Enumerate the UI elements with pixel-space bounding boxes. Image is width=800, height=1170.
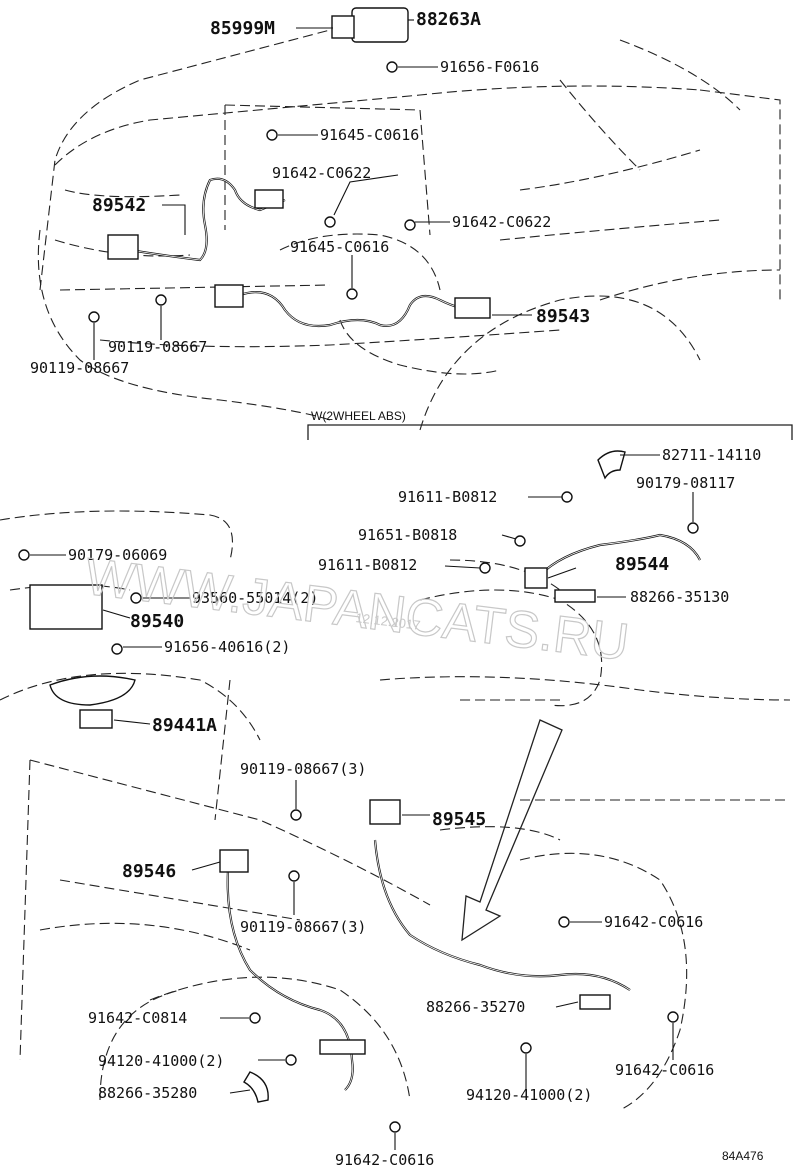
rear-sensor-subassembly [419, 450, 701, 707]
label-91642-C0814: 91642-C0814 [88, 1009, 187, 1027]
sensor-89544 [524, 567, 548, 589]
label-89545: 89545 [432, 809, 486, 830]
relay-88263A [351, 7, 409, 43]
connector-block [214, 284, 244, 308]
label-91642-C0622-a: 91642-C0622 [272, 164, 371, 182]
bolt-icon [520, 1042, 532, 1054]
variant-note: W(2WHEEL ABS) [311, 409, 406, 423]
label-88266-35280: 88266-35280 [98, 1084, 197, 1102]
label-90119-08667-3-b: 90119-08667(3) [240, 918, 366, 936]
label-93560-55014: 93560-55014(2) [192, 589, 318, 607]
bolt-icon [479, 562, 491, 574]
label-91611-B0812-a: 91611-B0812 [398, 488, 497, 506]
label-94120-41000-a: 94120-41000(2) [98, 1052, 224, 1070]
sensor-bracket-89542 [107, 234, 139, 260]
label-91642-C0616-a: 91642-C0616 [604, 913, 703, 931]
variant-bracket [307, 424, 793, 440]
bolt-icon [111, 643, 123, 655]
label-90119-08667-b: 90119-08667 [30, 359, 129, 377]
sensor-clip [254, 189, 284, 209]
bolt-icon [130, 592, 142, 604]
label-89546: 89546 [122, 861, 176, 882]
label-89540: 89540 [130, 611, 184, 632]
bolt-icon [514, 535, 526, 547]
bolt-icon [389, 1121, 401, 1133]
label-91642-C0616-b: 91642-C0616 [615, 1061, 714, 1079]
bolt-icon [288, 870, 300, 882]
bolt-icon [404, 219, 416, 231]
bolt-icon [386, 61, 398, 73]
label-82711-14110: 82711-14110 [662, 446, 761, 464]
bolt-icons-top [88, 61, 416, 323]
label-88266-35130: 88266-35130 [630, 588, 729, 606]
label-89543: 89543 [536, 306, 590, 327]
label-85999M: 85999M [210, 18, 275, 39]
label-94120-41000-b: 94120-41000(2) [466, 1086, 592, 1104]
bolt-icon [558, 916, 570, 928]
label-89441A: 89441A [152, 715, 217, 736]
clamp-88266-35270 [579, 994, 611, 1010]
label-91645-C0616-top: 91645-C0616 [320, 126, 419, 144]
sensor-89543 [454, 297, 491, 319]
computer-89540 [29, 584, 103, 630]
abs-module-assembly [0, 510, 234, 729]
sensor-89441A [79, 709, 113, 729]
bolt-icon [18, 549, 30, 561]
label-91656-F0616: 91656-F0616 [440, 58, 539, 76]
label-88266-35270: 88266-35270 [426, 998, 525, 1016]
label-91642-C0622-b: 91642-C0622 [452, 213, 551, 231]
sensor-89546 [219, 849, 249, 873]
bracket [49, 675, 136, 706]
label-91645-C0616-b: 91645-C0616 [290, 238, 389, 256]
bolt-icon [285, 1054, 297, 1066]
bolt-icon [266, 129, 278, 141]
label-90179-06069: 90179-06069 [68, 546, 167, 564]
label-89542: 89542 [92, 195, 146, 216]
front-harness-assembly [107, 7, 491, 328]
bracket-85999M [331, 15, 355, 39]
bolt-icon [561, 491, 573, 503]
label-90119-08667-a: 90119-08667 [108, 338, 207, 356]
label-90179-08117: 90179-08117 [636, 474, 735, 492]
bolt-icon [687, 522, 699, 534]
clamp [319, 1039, 366, 1055]
clip-82711 [597, 450, 626, 480]
label-89544: 89544 [615, 554, 669, 575]
leader-lines [30, 19, 694, 1150]
bolt-icon [667, 1011, 679, 1023]
rear-harness-assembly [0, 672, 791, 1133]
part-labels: 85999M 88263A 91656-F0616 91645-C0616 91… [30, 9, 764, 1169]
figure-code: 84A476 [722, 1149, 764, 1163]
bolt-icon [88, 311, 100, 323]
bolt-icon [155, 294, 167, 306]
label-91611-B0812-b: 91611-B0812 [318, 556, 417, 574]
bolt-icon [324, 216, 336, 228]
direction-arrow [461, 719, 563, 942]
clamp-88266-35130 [554, 589, 596, 603]
label-88263A: 88263A [416, 9, 481, 30]
bolt-icon [290, 809, 302, 821]
bolt-icon [249, 1012, 261, 1024]
label-90119-08667-3-a: 90119-08667(3) [240, 760, 366, 778]
bolt-icon [346, 288, 358, 300]
label-91656-40616: 91656-40616(2) [164, 638, 290, 656]
label-91642-C0616-c: 91642-C0616 [335, 1151, 434, 1169]
vehicle-outline-top [37, 29, 781, 431]
sensor-89545 [369, 799, 401, 825]
clamp-88266-35280 [243, 1071, 269, 1103]
label-91651-B0818: 91651-B0818 [358, 526, 457, 544]
